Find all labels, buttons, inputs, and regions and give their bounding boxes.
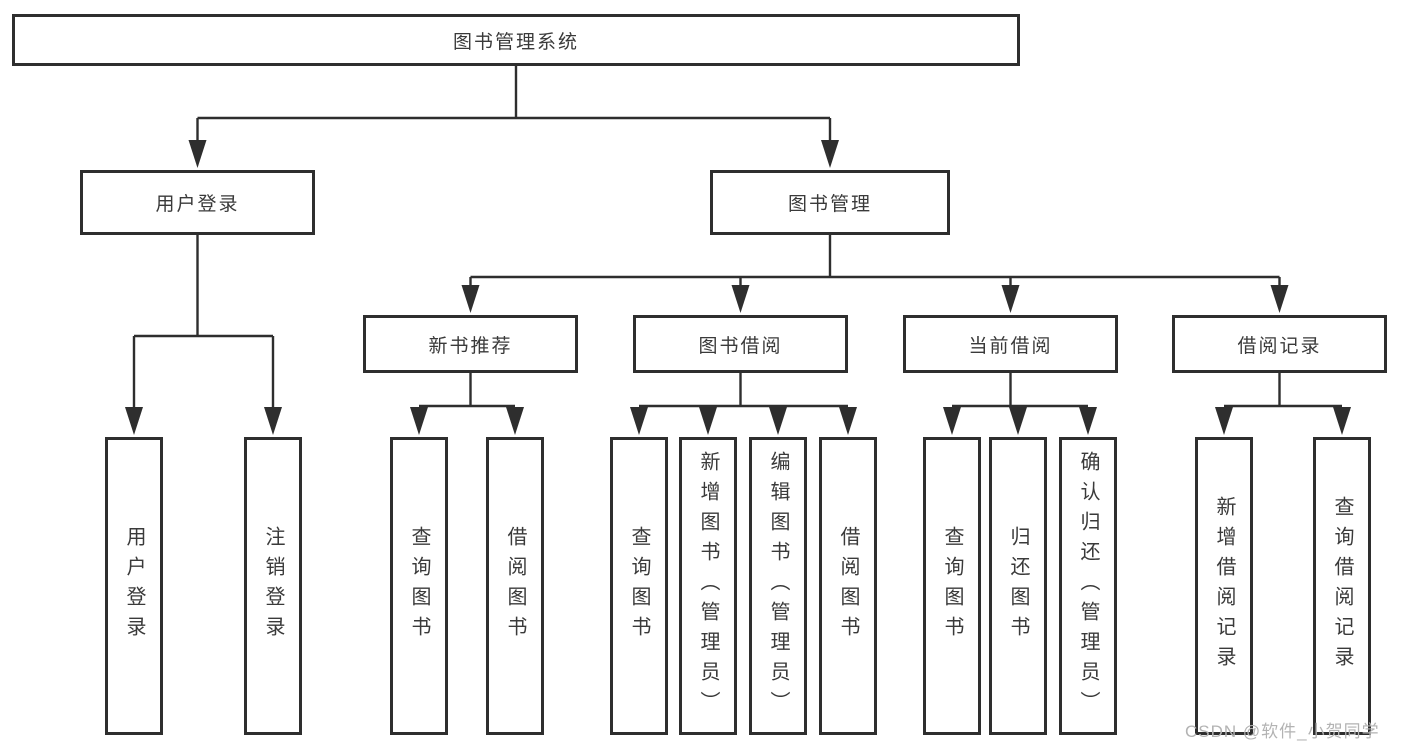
- leaf-newbooks-query: 查询图书: [390, 437, 448, 735]
- leaf-records-query-label: 查询借阅记录: [1331, 496, 1353, 676]
- connector-userlogin-to-leaves: [132, 235, 275, 408]
- leaf-current-confirm-admin: 确认归还（管理员）: [1059, 437, 1117, 735]
- arrow-icon: [506, 407, 524, 435]
- leaf-borrow-edit-admin: 编辑图书（管理员）: [749, 437, 807, 735]
- arrow-icon: [1333, 407, 1351, 435]
- leaf-current-return-label: 归还图书: [1007, 526, 1029, 646]
- leaf-user-login-label: 用户登录: [123, 526, 145, 646]
- leaf-borrow-query-label: 查询图书: [628, 526, 650, 646]
- leaf-borrow-query: 查询图书: [610, 437, 668, 735]
- connector-root-to-level2: [196, 66, 832, 141]
- leaf-records-add: 新增借阅记录: [1195, 437, 1253, 735]
- arrow-icon: [410, 407, 428, 435]
- arrow-icon: [1270, 285, 1289, 313]
- arrow-icon: [461, 285, 480, 313]
- leaf-records-query: 查询借阅记录: [1313, 437, 1371, 735]
- arrow-icon: [699, 407, 717, 435]
- node-new-books-label: 新书推荐: [428, 335, 513, 357]
- leaf-borrow-edit-admin-label: 编辑图书（管理员）: [767, 451, 789, 721]
- arrowheads: [125, 140, 1351, 435]
- leaf-current-query: 查询图书: [923, 437, 981, 735]
- node-book-mgmt: 图书管理: [710, 170, 950, 235]
- arrow-icon: [821, 140, 839, 168]
- arrow-icon: [1215, 407, 1233, 435]
- arrow-icon: [188, 140, 207, 168]
- arrow-icon: [1009, 407, 1027, 435]
- node-book-mgmt-label: 图书管理: [787, 194, 872, 215]
- node-user-login: 用户登录: [80, 170, 315, 235]
- arrow-icon: [943, 407, 961, 435]
- arrow-icon: [839, 407, 857, 435]
- leaf-logout: 注销登录: [244, 437, 302, 735]
- leaf-current-query-label: 查询图书: [941, 526, 963, 646]
- leaf-records-add-label: 新增借阅记录: [1213, 496, 1235, 676]
- node-new-books: 新书推荐: [363, 315, 578, 373]
- leaf-borrow-borrow-label: 借阅图书: [837, 526, 859, 646]
- leaf-borrow-borrow: 借阅图书: [819, 437, 877, 735]
- csdn-watermark: CSDN @软件_小贺同学: [1185, 722, 1380, 741]
- node-book-borrow-label: 图书借阅: [698, 335, 783, 357]
- arrow-icon: [731, 285, 750, 313]
- connector-currentborrow-to-leaves: [952, 373, 1088, 408]
- leaf-newbooks-query-label: 查询图书: [408, 526, 430, 646]
- arrow-icon: [1001, 285, 1020, 313]
- node-borrow-records: 借阅记录: [1172, 315, 1387, 373]
- leaf-current-confirm-admin-label: 确认归还（管理员）: [1077, 451, 1099, 721]
- connector-borrowrecords-to-leaves: [1224, 373, 1342, 408]
- arrow-icon: [1079, 407, 1097, 435]
- leaf-current-return: 归还图书: [989, 437, 1047, 735]
- node-current-borrow-label: 当前借阅: [968, 335, 1053, 357]
- arrow-icon: [630, 407, 648, 435]
- leaf-newbooks-borrow: 借阅图书: [486, 437, 544, 735]
- node-book-borrow: 图书借阅: [633, 315, 848, 373]
- node-root-label: 图书管理系统: [452, 31, 579, 53]
- arrow-icon: [125, 407, 143, 435]
- node-borrow-records-label: 借阅记录: [1237, 335, 1322, 357]
- node-root: 图书管理系统: [12, 14, 1020, 66]
- leaf-logout-label: 注销登录: [262, 526, 284, 646]
- arrow-icon: [264, 407, 282, 435]
- connector-newbooks-to-leaves: [419, 373, 515, 408]
- node-user-login-label: 用户登录: [155, 194, 240, 215]
- arrow-icon: [769, 407, 787, 435]
- leaf-borrow-add-admin: 新增图书（管理员）: [679, 437, 737, 735]
- leaf-user-login: 用户登录: [105, 437, 163, 735]
- connector-bookmgmt-to-level3: [469, 235, 1281, 286]
- node-current-borrow: 当前借阅: [903, 315, 1118, 373]
- connector-bookborrow-to-leaves: [639, 373, 848, 408]
- leaf-newbooks-borrow-label: 借阅图书: [504, 526, 526, 646]
- leaf-borrow-add-admin-label: 新增图书（管理员）: [697, 451, 719, 721]
